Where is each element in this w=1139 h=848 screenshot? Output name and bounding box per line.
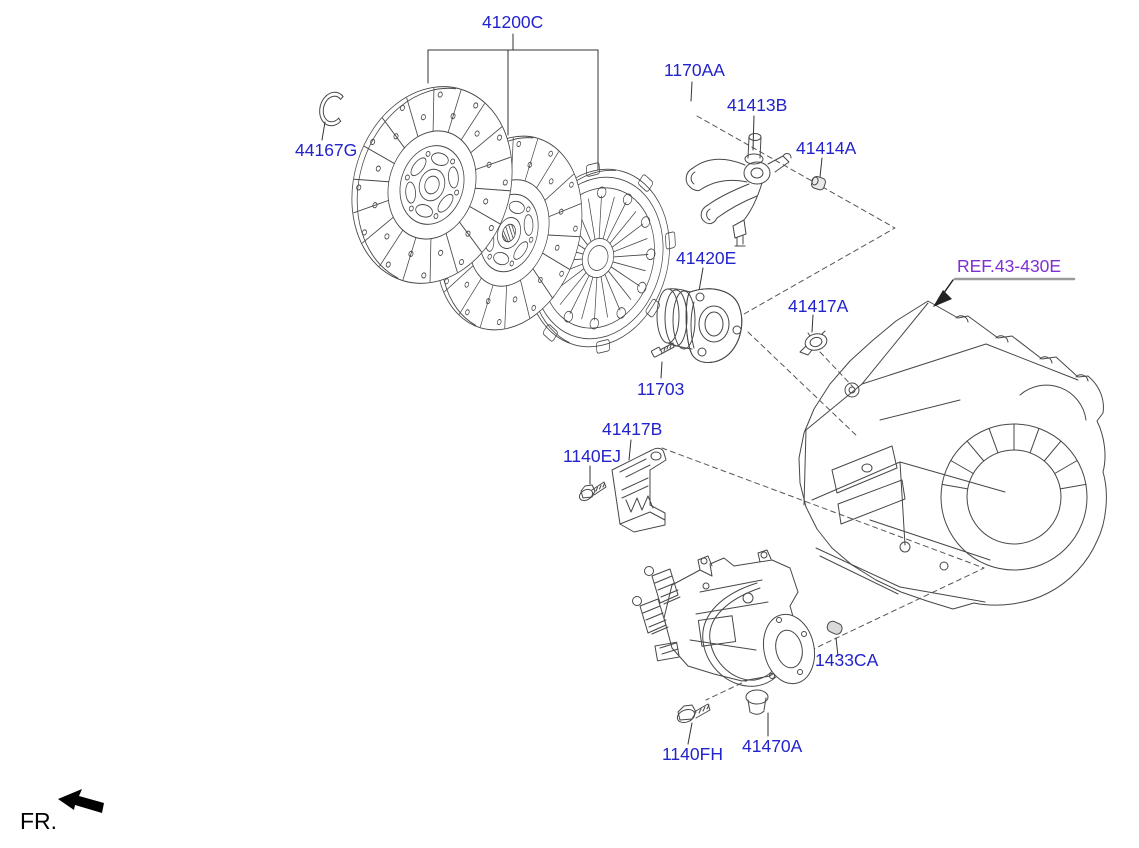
ref-label-43-430E[interactable]: REF.43-430E xyxy=(957,256,1062,276)
part-label-41417B[interactable]: 41417B xyxy=(602,419,663,439)
part-label-41417A[interactable]: 41417A xyxy=(788,296,849,316)
fr-direction-arrow-icon xyxy=(58,789,104,813)
part-label-1170AA[interactable]: 1170AA xyxy=(664,60,725,80)
part-label-41200C[interactable]: 41200C xyxy=(482,12,544,32)
part-label-11703[interactable]: 11703 xyxy=(637,379,685,399)
bolt-11703-drawing xyxy=(650,342,675,358)
part-label-44167G[interactable]: 44167G xyxy=(295,140,358,160)
pin-drawing xyxy=(826,620,843,635)
part-label-1433CA[interactable]: 1433CA xyxy=(815,650,879,670)
part-label-41414A[interactable]: 41414A xyxy=(796,138,857,158)
clutch-disc-rear-drawing xyxy=(412,117,606,349)
bracket-drawing xyxy=(611,447,667,533)
bolt-1140EJ-drawing xyxy=(578,481,607,502)
actuator-drawing xyxy=(632,549,816,715)
transmission-drawing xyxy=(798,300,1107,610)
snap-ring-drawing xyxy=(319,91,344,127)
release-cylinder-drawing xyxy=(656,288,743,363)
release-fork-drawing xyxy=(685,133,792,247)
part-label-1140FH[interactable]: 1140FH xyxy=(662,744,723,764)
clip-drawing xyxy=(799,330,828,356)
ref-leader-arrow xyxy=(933,277,1076,307)
fr-label: FR. xyxy=(20,808,58,834)
part-label-41413B[interactable]: 41413B xyxy=(727,95,788,115)
bolt-1140FH-drawing xyxy=(676,703,711,724)
part-label-41470A[interactable]: 41470A xyxy=(742,736,803,756)
part-label-1140EJ[interactable]: 1140EJ xyxy=(563,446,622,466)
leader-lines xyxy=(321,33,839,745)
part-label-41420E[interactable]: 41420E xyxy=(676,248,737,268)
plug-drawing xyxy=(810,175,826,191)
clutch-disc-front-drawing xyxy=(327,66,537,304)
